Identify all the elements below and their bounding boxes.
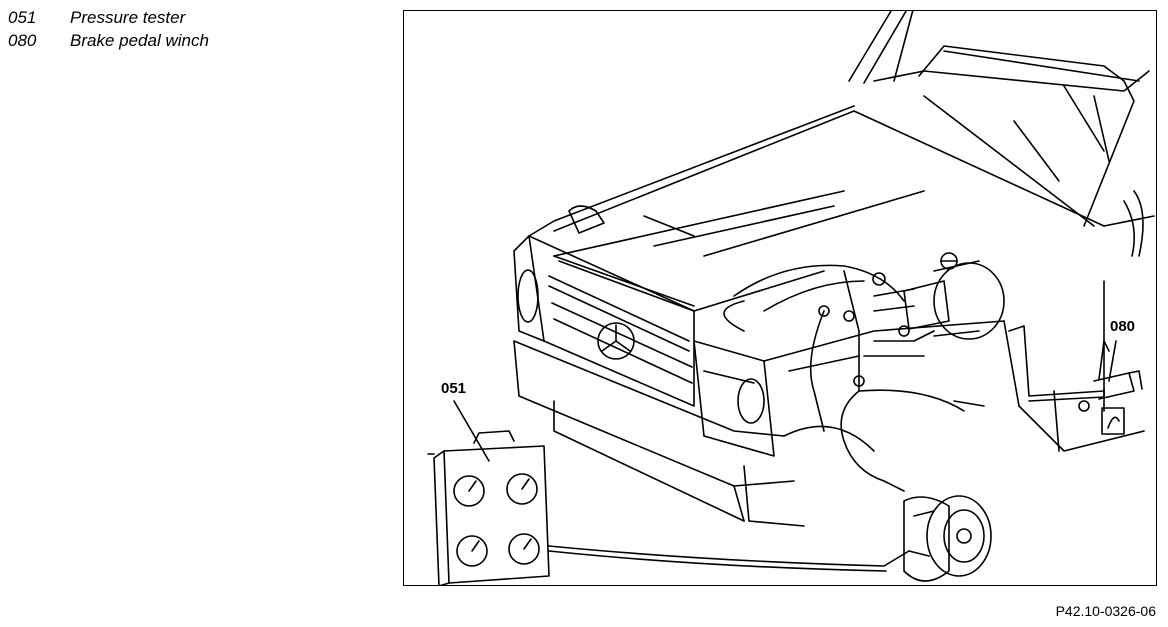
callout-080: 080 — [1110, 318, 1135, 335]
legend: 051 Pressure tester 080 Brake pedal winc… — [8, 6, 209, 52]
figure-reference: P42.10-0326-06 — [1055, 603, 1156, 619]
callout-051: 051 — [441, 380, 466, 397]
callout-leader-080 — [1108, 340, 1117, 382]
legend-label: Brake pedal winch — [70, 31, 209, 50]
legend-item-brake-pedal-winch: 080 Brake pedal winch — [8, 29, 209, 52]
brake-lines — [723, 264, 985, 492]
windscreen-cab — [848, 11, 1155, 257]
callout-leader-051 — [453, 400, 490, 462]
headlights — [513, 235, 775, 457]
technical-illustration: 051 080 — [403, 10, 1157, 586]
grille — [528, 235, 695, 407]
pressure-tester-case — [427, 430, 910, 585]
brake-disc — [903, 495, 992, 582]
legend-label: Pressure tester — [70, 8, 186, 27]
legend-code: 080 — [8, 31, 37, 50]
legend-item-pressure-tester: 051 Pressure tester — [8, 6, 209, 29]
front-bumper — [513, 340, 805, 527]
hood — [528, 105, 1105, 312]
brake-booster — [873, 252, 1005, 340]
vehicle-line-drawing: 051 080 — [427, 11, 1155, 585]
legend-code: 051 — [8, 8, 37, 27]
brake-pedal-winch — [1008, 325, 1143, 435]
